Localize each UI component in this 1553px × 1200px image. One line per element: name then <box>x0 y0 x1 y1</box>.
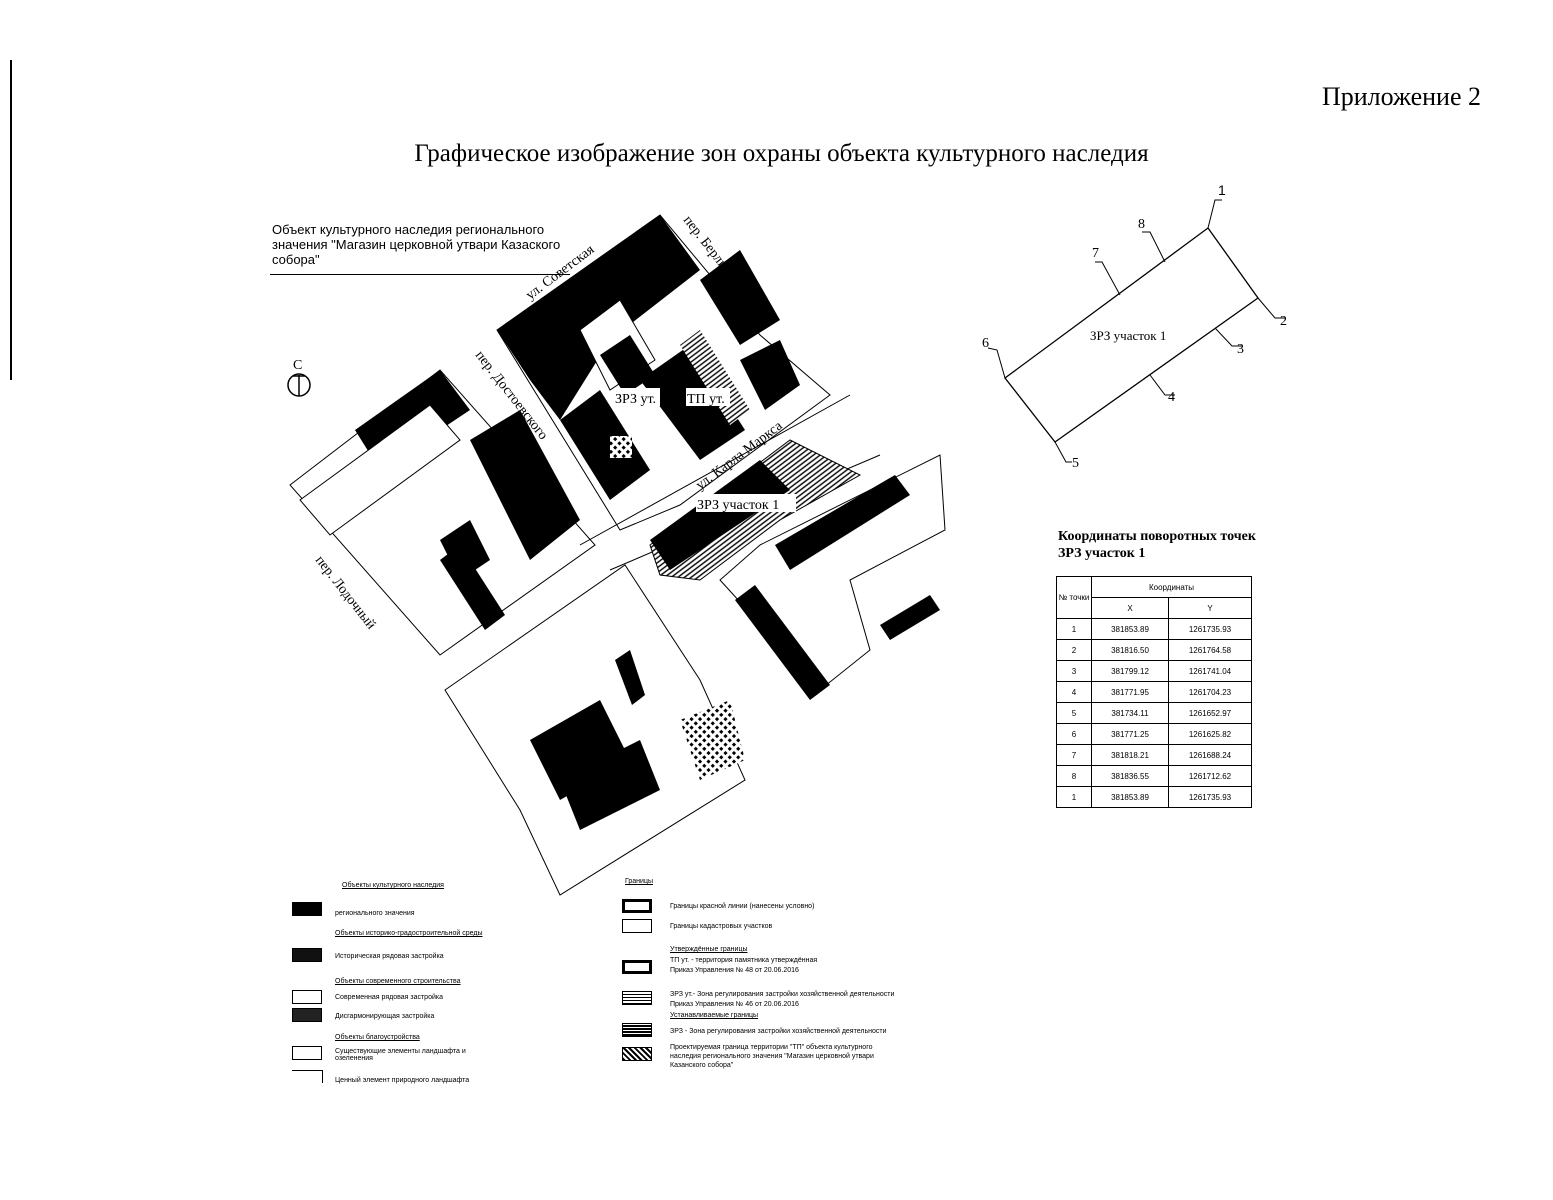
table-cell: 381853.89 <box>1091 618 1169 640</box>
margin-line <box>10 60 12 380</box>
table-cell: 1261741.04 <box>1168 660 1252 682</box>
block-west <box>289 369 596 656</box>
object-label: Объект культурного наследия региональног… <box>272 222 561 267</box>
table-cell: 1261652.97 <box>1168 702 1252 724</box>
table-cell: 1261764.58 <box>1168 639 1252 661</box>
block-north <box>496 214 831 531</box>
table-cell: 381771.95 <box>1091 681 1169 703</box>
table-cell: 381799.12 <box>1091 660 1169 682</box>
table-cell: 7 <box>1056 744 1092 766</box>
table-cell: 1261688.24 <box>1168 744 1252 766</box>
zone-label: ЗРЗ ут. <box>615 392 656 407</box>
table-cell: 6 <box>1056 723 1092 745</box>
block-east <box>650 454 946 700</box>
svg-text:3: 3 <box>1237 342 1244 357</box>
table-cell: 4 <box>1056 681 1092 703</box>
table-cell: 1261704.23 <box>1168 681 1252 703</box>
table-cell: 1 <box>1056 786 1092 808</box>
table-cell: 381818.21 <box>1091 744 1169 766</box>
north-arrow-icon: С <box>287 358 311 397</box>
block-south <box>444 564 746 896</box>
table-cell: 5 <box>1056 702 1092 724</box>
svg-text:5: 5 <box>1072 456 1079 471</box>
table-cell: 1261735.93 <box>1168 618 1252 640</box>
table-cell: 3 <box>1056 660 1092 682</box>
table-cell: 1261735.93 <box>1168 786 1252 808</box>
table-cell: 2 <box>1056 639 1092 661</box>
table-cell: 1261712.62 <box>1168 765 1252 787</box>
table-cell: 381771.25 <box>1091 723 1169 745</box>
object-label-leader <box>270 274 570 275</box>
svg-text:7: 7 <box>1092 246 1099 261</box>
svg-text:2: 2 <box>1280 314 1287 329</box>
svg-text:1: 1 <box>1218 182 1226 198</box>
legend-right: Границы Границы красной линии (нанесены … <box>620 870 920 1080</box>
table-cell: 1 <box>1056 618 1092 640</box>
table-cell: 381853.89 <box>1091 786 1169 808</box>
legend-left: Объекты культурного наследия регионально… <box>290 870 520 1100</box>
table-cell: 1261625.82 <box>1168 723 1252 745</box>
page-title: Графическое изображение зон охраны объек… <box>414 140 1149 167</box>
table-cell: 8 <box>1056 765 1092 787</box>
table-cell: 381836.55 <box>1091 765 1169 787</box>
scheme-label: ЗРЗ участок 1 <box>1090 328 1166 343</box>
table-cell: 381816.50 <box>1091 639 1169 661</box>
svg-text:4: 4 <box>1168 390 1175 405</box>
plot-scheme: 1 2 3 4 5 6 7 8 ЗРЗ участок 1 <box>982 182 1287 471</box>
north-label: С <box>293 358 302 373</box>
zone-label: ТП ут. <box>687 392 725 407</box>
svg-text:8: 8 <box>1138 217 1145 232</box>
svg-text:6: 6 <box>982 336 989 351</box>
table-cell: 381734.11 <box>1091 702 1169 724</box>
appendix-label: Приложение 2 <box>1321 82 1481 111</box>
zone-label: ЗРЗ участок 1 <box>697 498 779 513</box>
